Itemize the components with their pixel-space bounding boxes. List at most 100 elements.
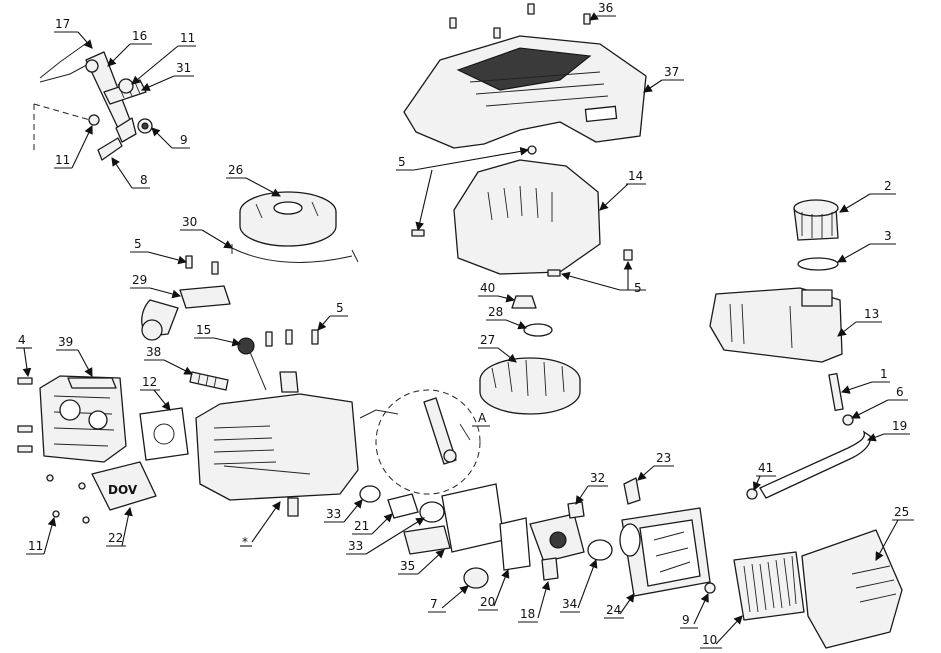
callout-1: 1 bbox=[840, 367, 890, 394]
callout-27: 27 bbox=[478, 333, 517, 363]
svg-text:39: 39 bbox=[58, 335, 73, 349]
part-40-nut bbox=[511, 295, 537, 309]
callout-7: 7 bbox=[428, 585, 469, 613]
callout-23: 23 bbox=[637, 451, 674, 481]
callout-a: A bbox=[472, 411, 490, 427]
svg-text:24: 24 bbox=[606, 603, 621, 617]
callout-37: 37 bbox=[643, 65, 684, 93]
part-10-air-filter bbox=[733, 551, 805, 621]
callout-29: 29 bbox=[130, 273, 182, 299]
screws-group-36 bbox=[449, 3, 591, 39]
callout-18: 18 bbox=[518, 580, 551, 623]
part-15-dipstick bbox=[237, 337, 267, 391]
part-19-fuel-line bbox=[759, 430, 871, 499]
bolts-group-11 bbox=[46, 474, 90, 524]
callout-34: 34 bbox=[560, 558, 598, 613]
svg-text:20: 20 bbox=[480, 595, 495, 609]
svg-text:26: 26 bbox=[228, 163, 243, 177]
callout-9-bottom: 9 bbox=[680, 593, 709, 629]
callout-38: 38 bbox=[144, 345, 193, 375]
callout-22: 22 bbox=[106, 506, 133, 547]
svg-text:11: 11 bbox=[55, 153, 70, 167]
callout-16: 16 bbox=[107, 29, 152, 67]
svg-text:40: 40 bbox=[480, 281, 495, 295]
part-34-carb-gasket bbox=[587, 539, 613, 561]
part-22-valve-cover: DOV bbox=[91, 461, 157, 511]
callout-11-top: 11 bbox=[131, 31, 196, 85]
part-23-tube bbox=[623, 477, 641, 505]
callout-11-left: 11 bbox=[54, 125, 93, 169]
callout-31: 31 bbox=[140, 61, 194, 91]
bolts-group-5b bbox=[265, 329, 319, 347]
part-24-air-filter-base bbox=[619, 507, 711, 597]
callout-26: 26 bbox=[226, 163, 281, 197]
svg-text:38: 38 bbox=[146, 345, 161, 359]
callout-20: 20 bbox=[478, 568, 510, 611]
part-2-fuel-cap bbox=[793, 199, 839, 241]
part-7-cap bbox=[463, 567, 489, 589]
svg-text:11: 11 bbox=[180, 31, 195, 45]
svg-text:19: 19 bbox=[892, 419, 907, 433]
part-3-cap-gasket bbox=[797, 257, 839, 271]
callout-4: 4 bbox=[16, 333, 32, 378]
part-41-clamp bbox=[746, 488, 758, 500]
svg-text:2: 2 bbox=[884, 179, 892, 193]
part-37-blower-housing bbox=[403, 35, 647, 149]
svg-text:18: 18 bbox=[520, 607, 535, 621]
svg-text:*: * bbox=[242, 535, 248, 549]
part-18-carburetor bbox=[529, 501, 585, 581]
part-39-cylinder-head bbox=[39, 375, 127, 463]
svg-text:33: 33 bbox=[326, 507, 341, 521]
svg-text:23: 23 bbox=[656, 451, 671, 465]
part-20-insulator bbox=[499, 517, 531, 571]
svg-text:8: 8 bbox=[140, 173, 148, 187]
svg-text:A: A bbox=[478, 411, 487, 425]
callout-24: 24 bbox=[604, 593, 635, 619]
callout-5-d: 5 bbox=[560, 260, 646, 295]
callout-5-b: 5 bbox=[317, 301, 348, 331]
callout-19: 19 bbox=[866, 419, 910, 442]
engine-block bbox=[195, 371, 359, 517]
svg-text:36: 36 bbox=[598, 1, 613, 15]
part-1-fuel-filter bbox=[828, 372, 844, 412]
svg-text:6: 6 bbox=[896, 385, 904, 399]
intake-gaskets bbox=[359, 485, 445, 523]
part-14-shroud bbox=[453, 159, 601, 275]
callout-25: 25 bbox=[875, 505, 914, 561]
part-12-head-gasket bbox=[139, 407, 189, 461]
part-30-governor-link bbox=[231, 244, 359, 263]
svg-text:30: 30 bbox=[182, 215, 197, 229]
svg-text:28: 28 bbox=[488, 305, 503, 319]
svg-text:25: 25 bbox=[894, 505, 909, 519]
callout-9-top: 9 bbox=[151, 127, 190, 149]
callout-11-bottom: 11 bbox=[26, 516, 57, 555]
svg-text:9: 9 bbox=[682, 613, 690, 627]
svg-text:3: 3 bbox=[884, 229, 892, 243]
callout-15: 15 bbox=[194, 323, 242, 347]
callout-32: 32 bbox=[575, 471, 608, 505]
callout-17: 17 bbox=[54, 17, 93, 49]
callout-2: 2 bbox=[839, 179, 896, 213]
callout-28: 28 bbox=[486, 305, 528, 330]
callout-33-a: 33 bbox=[324, 499, 363, 523]
svg-text:12: 12 bbox=[142, 375, 157, 389]
svg-text:22: 22 bbox=[108, 531, 123, 545]
callout-5-a: 5 bbox=[130, 237, 188, 265]
svg-text:13: 13 bbox=[864, 307, 879, 321]
bolts-group-5a bbox=[185, 255, 219, 275]
part-38-spark-plug bbox=[189, 371, 229, 391]
svg-text:32: 32 bbox=[590, 471, 605, 485]
callout-14: 14 bbox=[599, 169, 646, 211]
part-13-fuel-tank bbox=[709, 287, 843, 363]
svg-text:34: 34 bbox=[562, 597, 577, 611]
svg-text:17: 17 bbox=[55, 17, 70, 31]
svg-text:14: 14 bbox=[628, 169, 643, 183]
part-6-clamp bbox=[842, 414, 854, 426]
callout-10: 10 bbox=[700, 615, 743, 649]
bolts-group-5c bbox=[411, 145, 633, 277]
part-28-washer bbox=[523, 323, 553, 337]
callout-8: 8 bbox=[111, 157, 150, 189]
svg-text:5: 5 bbox=[134, 237, 142, 251]
svg-text:5: 5 bbox=[634, 281, 642, 295]
